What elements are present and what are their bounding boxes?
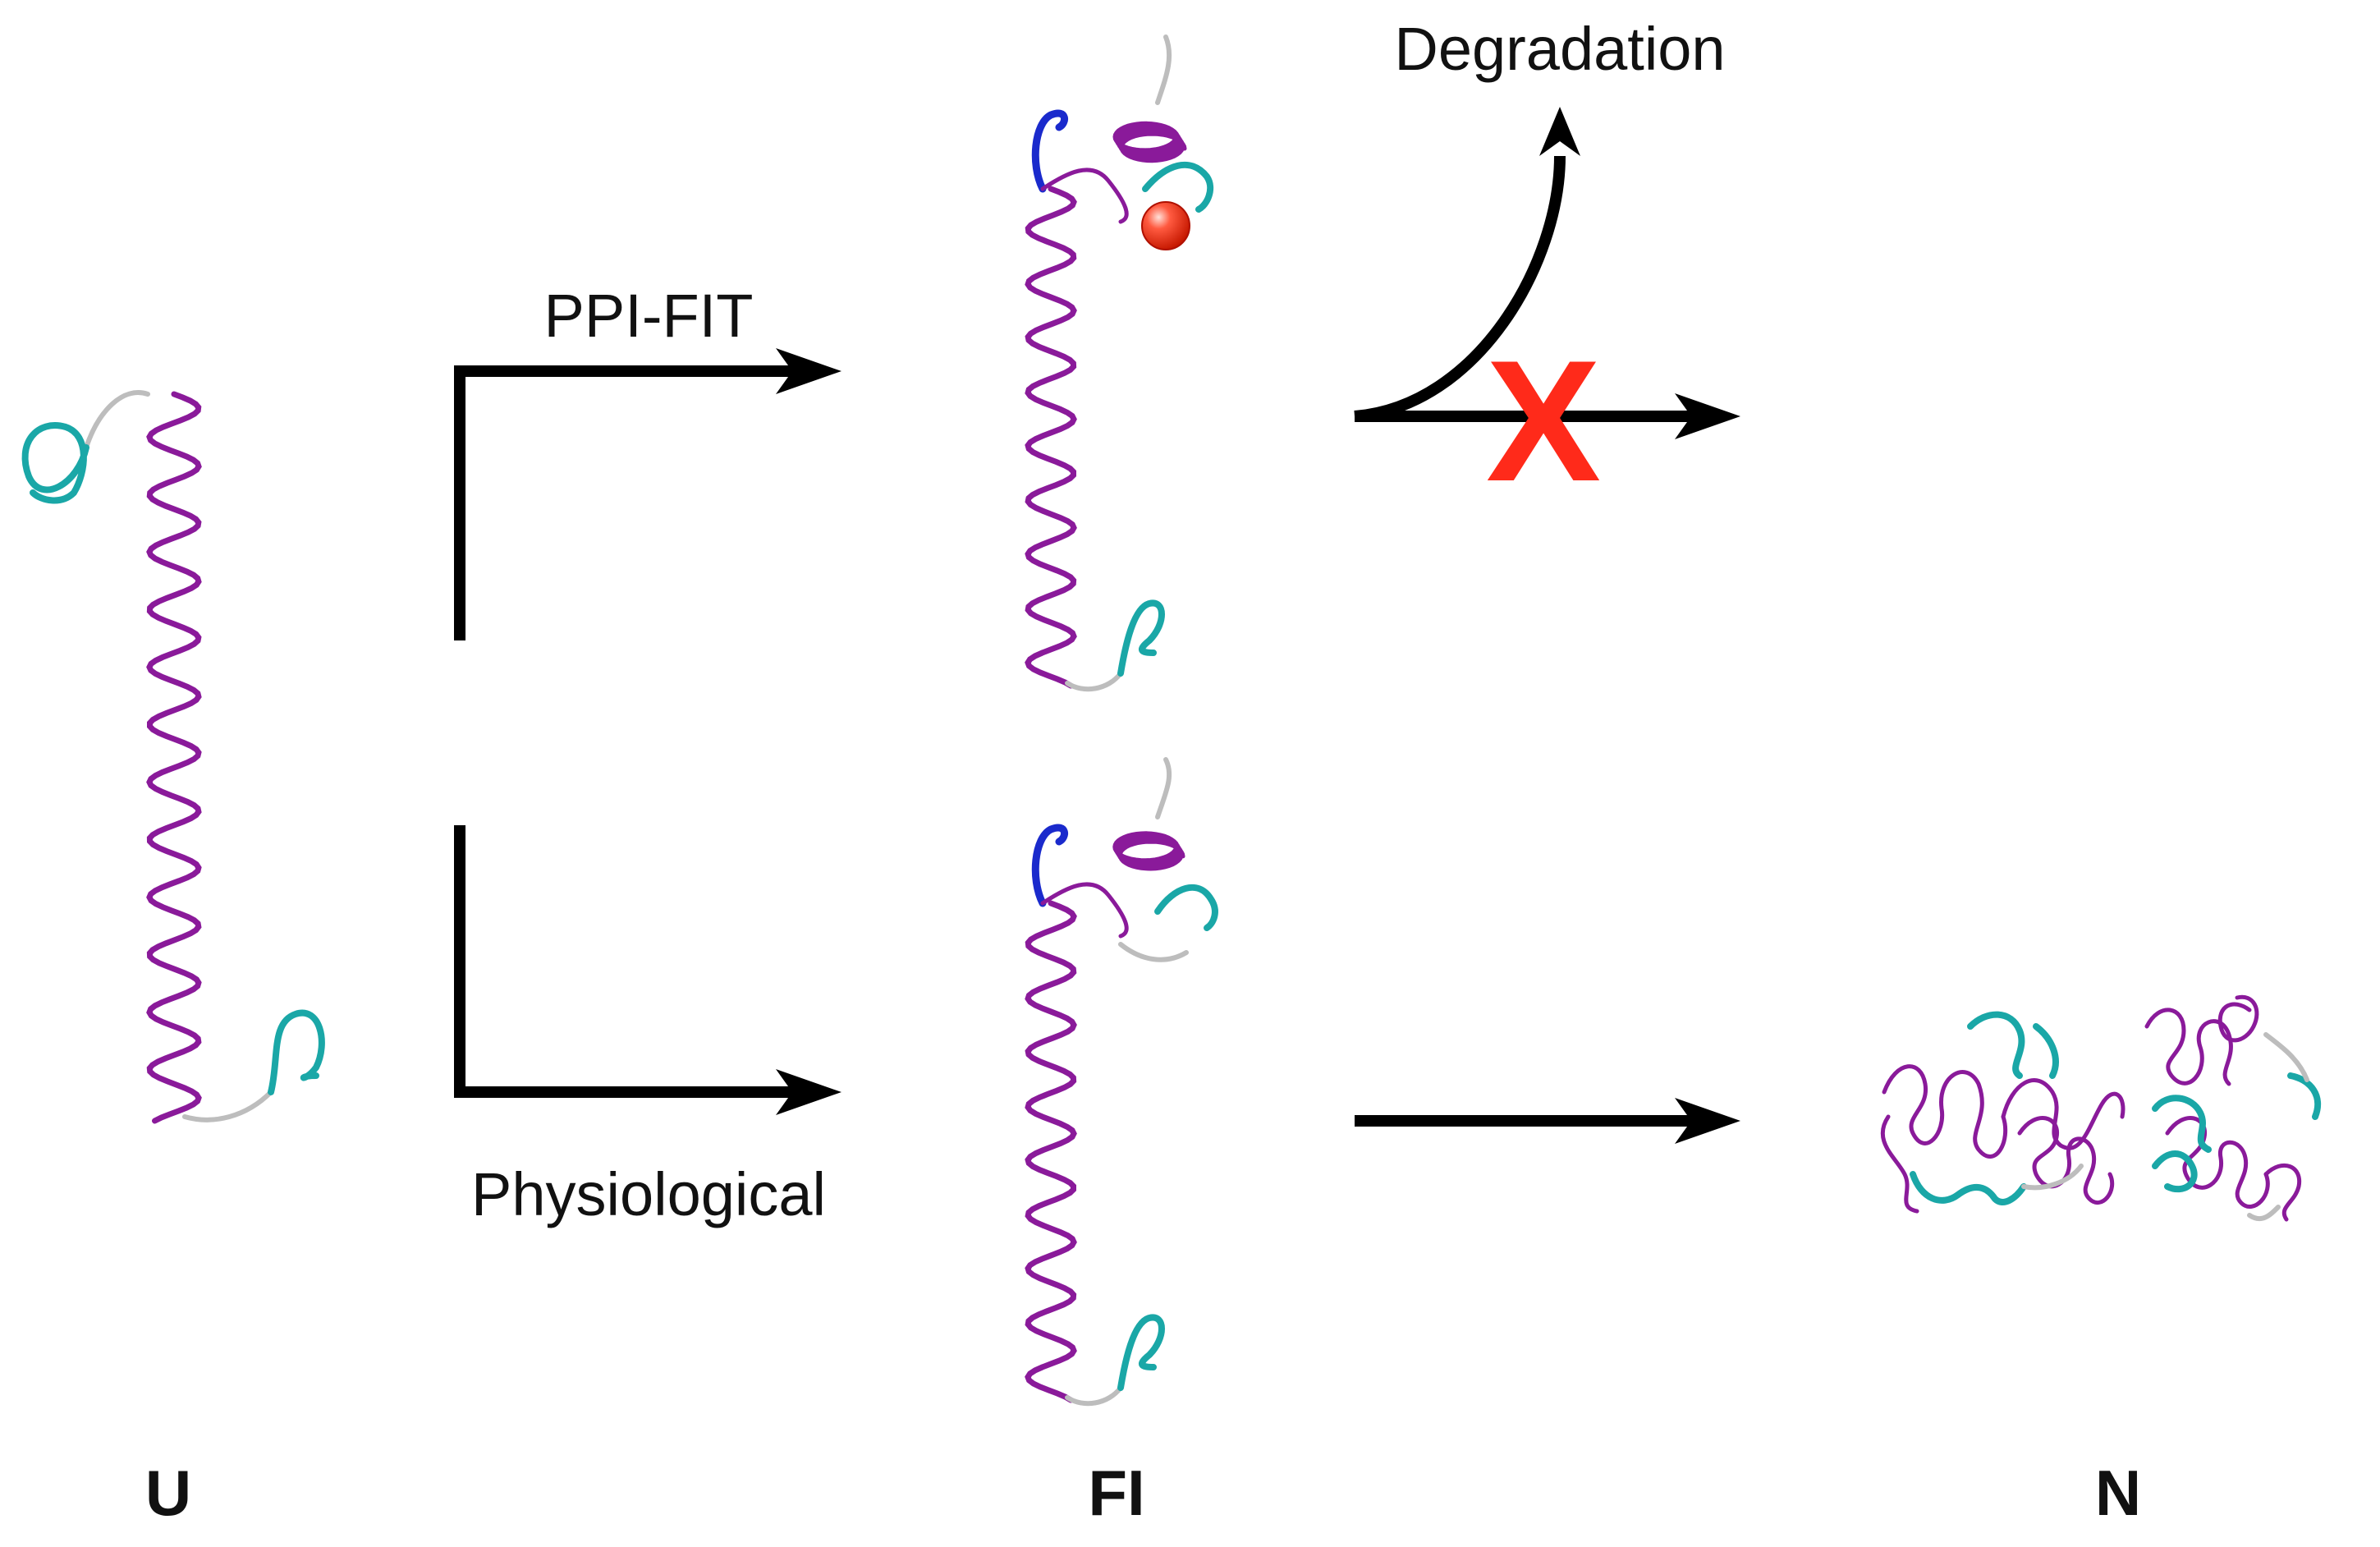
label-ppi-fit: PPI-FIT: [544, 282, 754, 350]
label-physiological: Physiological: [471, 1160, 826, 1228]
loop-fi-bottom-blue: [1031, 824, 1068, 907]
n-right-gray: [2263, 1032, 2309, 1082]
protein-fi-top: [1025, 34, 1214, 692]
coil-fi-bottom: [1112, 831, 1185, 871]
helix-fi-top: [1025, 186, 1077, 689]
loop-fi-bottom-cyan-2: [1117, 1314, 1165, 1391]
loop-fi-top-blue: [1031, 109, 1068, 193]
label-degradation: Degradation: [1394, 15, 1725, 83]
n-left-coil-2: [2001, 1078, 2125, 1150]
n-right-cyan-2: [2152, 1150, 2198, 1193]
protein-u: [21, 390, 325, 1124]
arrow-degradation: [1354, 107, 1580, 422]
loop-u-top: [84, 390, 150, 450]
blocked-x-icon: X: [1486, 324, 1601, 517]
n-right-gray-2: [2247, 1205, 2281, 1222]
arrow-blocked-to-native: [1355, 393, 1740, 439]
ligand-sphere-icon: [1141, 201, 1190, 250]
helix-fi-bottom: [1025, 900, 1077, 1403]
loop-u-bottom: [182, 1090, 273, 1122]
n-left-coil-1: [1882, 1064, 2008, 1159]
n-left-gray: [2021, 1164, 2084, 1191]
n-right-cyan-3: [2287, 1072, 2322, 1120]
coil-fi-top-link: [1040, 168, 1129, 224]
n-left-coil-4: [1880, 1114, 1919, 1214]
arrow-fi-to-native: [1355, 1098, 1740, 1144]
loop-u-top-cyan: [21, 422, 89, 504]
loop-u-bottom-cyan: [268, 1009, 325, 1095]
n-left-coil-3: [2017, 1116, 2115, 1205]
loop-fi-top-gray-2: [1065, 671, 1123, 692]
loop-fi-top-cyan-2: [1117, 599, 1165, 677]
n-right-coil-2: [2217, 994, 2259, 1043]
loop-fi-bottom-gray: [1155, 757, 1172, 819]
loop-fi-top-cyan-1: [1142, 161, 1214, 213]
loop-fi-top-gray: [1155, 34, 1172, 105]
n-right-coil-4: [2263, 1163, 2302, 1222]
n-left-cyan-1: [1967, 1011, 2025, 1079]
arrow-ppi-fit: [454, 348, 841, 640]
loop-fi-bottom-cyan-1: [1154, 884, 1218, 931]
n-left-cyan-2: [1910, 1171, 2027, 1205]
n-right-coil-3: [2165, 1116, 2270, 1209]
loop-fi-bottom-gray-2: [1118, 942, 1189, 962]
loop-fi-bottom-gray-3: [1065, 1385, 1123, 1407]
n-left-cyan-3: [2033, 1023, 2059, 1079]
arrow-physiological: [454, 825, 841, 1115]
state-label-fi: FI: [1088, 1457, 1144, 1529]
protein-fi-bottom: [1025, 757, 1218, 1407]
n-right-cyan-1: [2152, 1095, 2212, 1153]
state-label-u: U: [145, 1457, 191, 1529]
coil-fi-top: [1112, 121, 1187, 163]
helix-u: [146, 391, 202, 1124]
coil-fi-bottom-link: [1040, 882, 1129, 939]
state-label-n: N: [2095, 1457, 2141, 1529]
protein-n: [1880, 994, 2322, 1222]
